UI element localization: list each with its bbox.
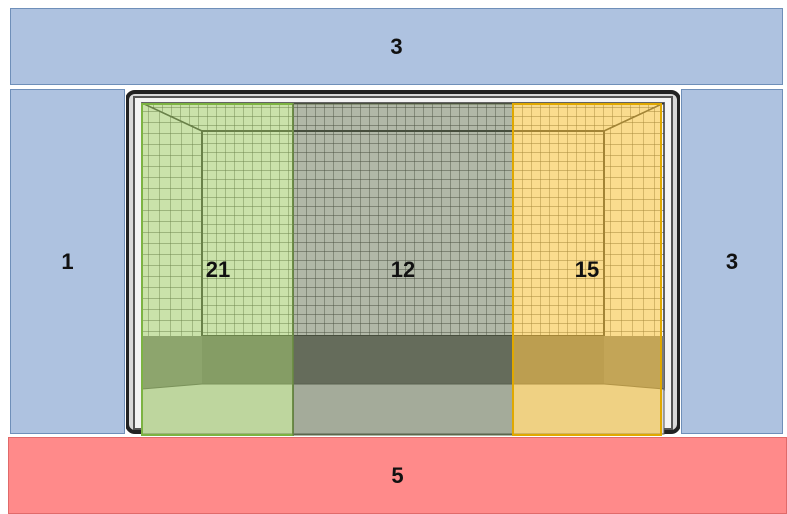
zone-bottom: 5 [8,437,787,514]
zone-top-value: 3 [390,34,402,60]
zone-top: 3 [10,8,783,85]
zone-left: 1 [10,89,125,434]
zone-bottom-value: 5 [391,463,403,489]
section-left-value: 21 [206,257,230,282]
zone-right: 3 [681,89,783,434]
section-center-value: 12 [391,257,415,282]
zone-right-value: 3 [726,249,738,275]
section-right-value: 15 [575,257,599,282]
goal-diagram: 21 12 15 [126,89,680,436]
zone-left-value: 1 [61,249,73,275]
